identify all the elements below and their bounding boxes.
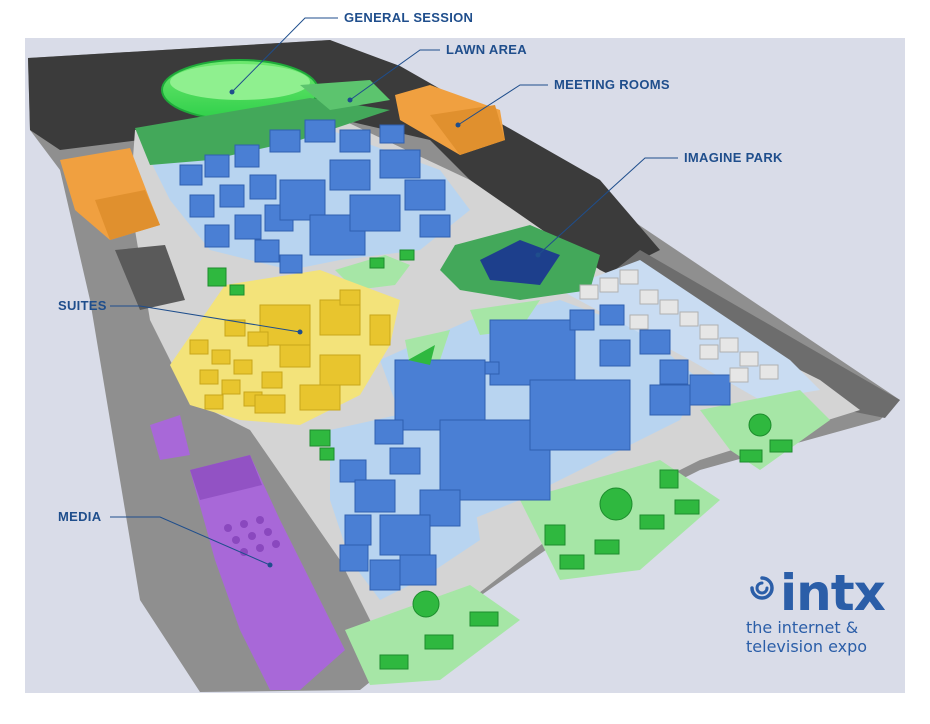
green-planters <box>207 249 793 670</box>
label-suites: SUITES <box>58 298 107 313</box>
label-media: MEDIA <box>58 509 102 524</box>
label-imagine-park: IMAGINE PARK <box>684 150 783 165</box>
north-booths <box>179 119 451 274</box>
suite-blocks <box>189 289 391 414</box>
logo-tagline-line-1: the internet & <box>746 618 859 637</box>
logo-wordmark: intx <box>780 564 886 622</box>
callout-dots <box>229 89 541 568</box>
west-service-block <box>115 245 185 310</box>
imagine-park-pavilion <box>480 240 560 285</box>
intx-logo: intx the internet & television expo <box>746 568 916 656</box>
media-hall-top <box>190 455 262 500</box>
east-white-booths <box>579 269 779 383</box>
lawn-area <box>135 98 390 165</box>
media-hall <box>190 455 345 690</box>
logo-tagline-line-2: television expo <box>746 637 868 656</box>
label-meeting-rooms: MEETING ROOMS <box>554 77 670 92</box>
central-booths <box>394 304 731 501</box>
green-trees <box>412 413 772 618</box>
media-annex <box>150 415 190 460</box>
media-booths <box>224 516 280 556</box>
southwest-booths <box>339 419 461 591</box>
meeting-rooms-west-side <box>95 190 160 240</box>
callout-lines <box>110 17 678 566</box>
courtyard-north <box>335 255 410 290</box>
label-lawn-area: LAWN AREA <box>446 42 527 57</box>
swirl-icon <box>750 576 774 600</box>
general-session-roof <box>170 64 310 100</box>
meeting-rooms-east-side <box>430 105 505 155</box>
label-general-session: GENERAL SESSION <box>344 10 474 25</box>
green-ramp <box>408 345 435 365</box>
